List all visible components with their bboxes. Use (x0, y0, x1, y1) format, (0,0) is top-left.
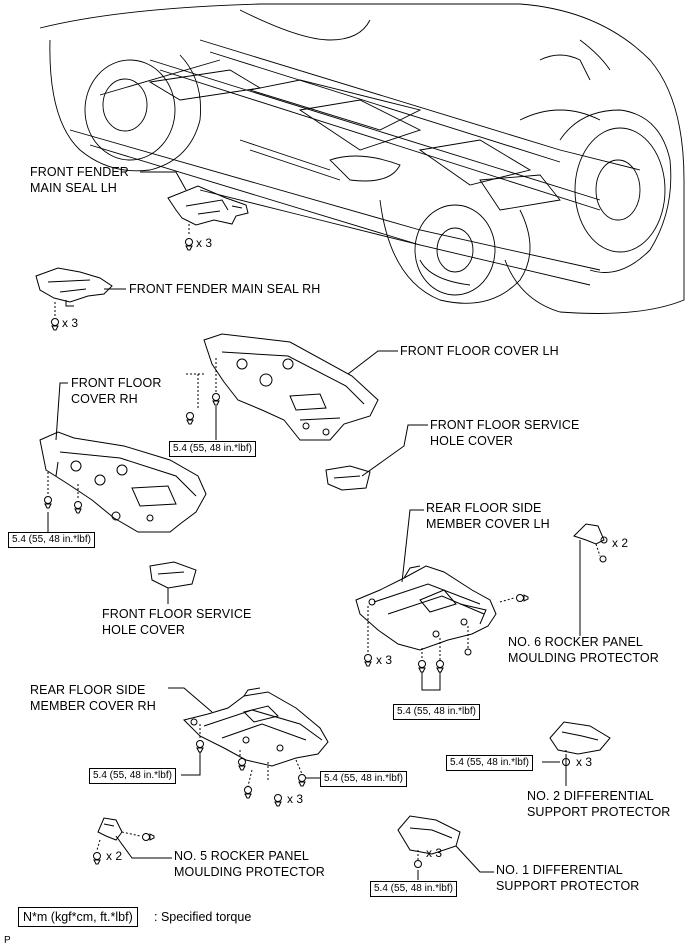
leader-diff-1 (455, 845, 494, 873)
torque-box-diff-2: 5.4 (55, 48 in.*lbf) (446, 755, 533, 771)
leader-torque-rear-lh (421, 672, 441, 691)
figure-code: P (4, 935, 11, 946)
front-fender-main-seal-rh-part (35, 267, 113, 307)
leader-torque-rear-rh-left (181, 752, 201, 776)
leader-front-fender-lh (140, 171, 187, 191)
leader-front-floor-lh (347, 350, 398, 375)
torque-box-floor-rh: 5.4 (55, 48 in.*lbf) (8, 532, 95, 548)
front-fender-main-seal-lh-part (167, 185, 249, 226)
label-front-fender-rh: FRONT FENDER MAIN SEAL RH (129, 282, 321, 296)
rear-side-rh-clips (196, 724, 306, 807)
torque-box-diff-1: 5.4 (55, 48 in.*lbf) (370, 881, 457, 897)
legend-text: : Specified torque (154, 910, 252, 924)
leader-service-hole-right (361, 424, 428, 477)
label-rear-side-lh: REAR FLOOR SIDE MEMBER COVER LH (426, 501, 550, 531)
leader-rear-side-rh (168, 687, 213, 713)
qty-rocker-6: x 2 (612, 536, 629, 550)
front-floor-cover-rh-part (39, 431, 207, 533)
qty-rear-side-rh: x 3 (287, 792, 304, 806)
service-hole-cover-right-part (325, 465, 371, 491)
legend-unit-box: N*m (kgf*cm, ft.*lbf) (18, 907, 138, 927)
front-floor-cover-lh-part (203, 333, 379, 441)
qty-diff-1: x 3 (426, 846, 443, 860)
rocker-5-part (93, 817, 155, 865)
leader-rocker-5 (115, 835, 172, 859)
rocker-6-part (573, 523, 608, 563)
label-front-floor-rh: FRONT FLOOR COVER RH (71, 376, 162, 406)
leader-rear-side-lh (401, 509, 424, 583)
torque-box-floor-lh: 5.4 (55, 48 in.*lbf) (169, 441, 256, 457)
qty-rear-side-lh: x 3 (376, 653, 393, 667)
fender-lh-clip (185, 224, 193, 251)
torque-box-rear-lh: 5.4 (55, 48 in.*lbf) (393, 704, 480, 720)
front-floor-rh-clips (44, 472, 82, 514)
rear-side-lh-clips (364, 594, 529, 673)
diff-1-part (397, 815, 461, 868)
label-rocker-6: NO. 6 ROCKER PANEL MOULDING PROTECTOR (508, 635, 659, 665)
vehicle-underbody (39, 3, 685, 314)
label-front-floor-lh: FRONT FLOOR COVER LH (400, 344, 559, 358)
label-front-fender-lh: FRONT FENDER MAIN SEAL LH (30, 165, 129, 195)
label-service-hole-left: FRONT FLOOR SERVICE HOLE COVER (102, 607, 252, 637)
service-hole-cover-left-part (149, 561, 197, 589)
qty-fender-lh: x 3 (196, 236, 213, 250)
label-diff-2: NO. 2 DIFFERENTIAL SUPPORT PROTECTOR (527, 789, 671, 819)
leader-front-floor-rh (55, 382, 68, 441)
qty-fender-rh: x 3 (62, 316, 79, 330)
front-floor-lh-clips (186, 358, 220, 425)
fender-rh-clip (51, 302, 59, 331)
label-diff-1: NO. 1 DIFFERENTIAL SUPPORT PROTECTOR (496, 863, 640, 893)
label-service-hole-right: FRONT FLOOR SERVICE HOLE COVER (430, 418, 580, 448)
qty-rocker-5: x 2 (106, 849, 123, 863)
rear-side-cover-lh-part (355, 565, 497, 651)
qty-diff-2: x 3 (576, 755, 593, 769)
rear-side-cover-rh-part (183, 687, 329, 767)
label-rear-side-rh: REAR FLOOR SIDE MEMBER COVER RH (30, 683, 156, 713)
torque-box-rear-rh-right: 5.4 (55, 48 in.*lbf) (320, 771, 407, 787)
label-rocker-5: NO. 5 ROCKER PANEL MOULDING PROTECTOR (174, 849, 325, 879)
torque-box-rear-rh-left: 5.4 (55, 48 in.*lbf) (89, 768, 176, 784)
